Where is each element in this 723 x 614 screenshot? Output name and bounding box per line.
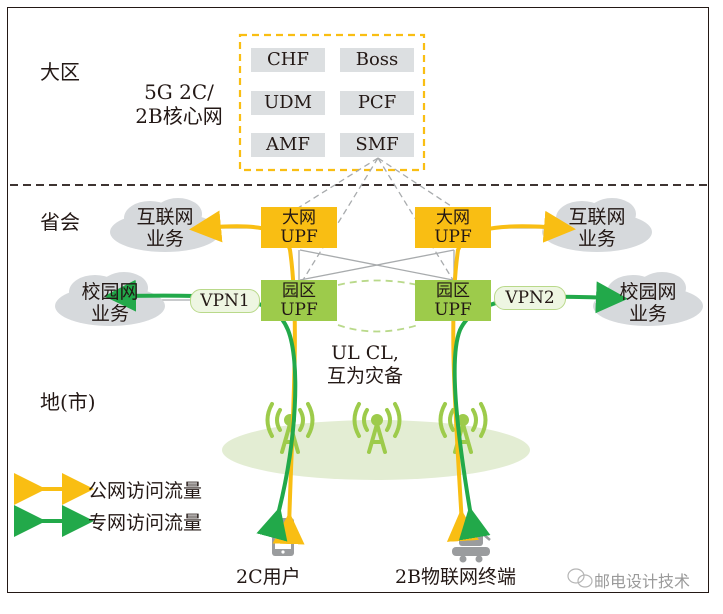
cloud-label-line1: 校园网 [619,281,677,303]
region-label-province: 省会 [40,210,80,234]
public-flow-2b [446,210,576,542]
nf-amf: AMF [251,133,325,157]
core-network-label: 5G 2C/ 2B核心网 [124,80,234,128]
upf-label-line1: 园区 [282,281,316,301]
nf-chf: CHF [251,48,325,72]
upf-label-line2: UPF [434,227,472,247]
legend-public-label: 公网访问流量 [88,480,203,502]
core-network-box [238,33,426,172]
legend-private-label: 专网访问流量 [88,512,203,534]
terminal-label-2c: 2C用户 [236,566,301,588]
vpn1-tunnel: VPN1 [190,289,260,313]
region-label-city: 地(市) [40,390,96,414]
ulcl-label: UL CL, 互为灾备 [310,342,420,388]
cloud-label-internet-right: 互联网 业务 [552,206,642,250]
region-label-region: 大区 [40,60,80,84]
upf-park-right: 园区 UPF [415,280,491,321]
wechat-icon [567,568,593,588]
iot-terminal-icon [451,521,491,563]
nf-smf: SMF [340,133,414,157]
upf-label-line2: UPF [434,300,472,320]
nf-udm: UDM [251,91,325,115]
nf-pcf: PCF [340,91,414,115]
base-station-icon [352,402,402,454]
ulcl-redundancy-link [337,279,419,333]
upf-label-line2: UPF [280,300,318,320]
cloud-label-campus-left: 校园网 业务 [65,281,155,325]
upf-label-line1: 园区 [436,281,470,301]
cloud-label-line2: 业务 [628,303,667,325]
upf-label-line1: 大网 [282,208,316,228]
upf-big-right: 大网 UPF [415,207,491,248]
cloud-label-line2: 业务 [577,228,616,250]
vpn2-tunnel: VPN2 [494,286,566,310]
private-flow-2b [452,281,628,541]
ulcl-label-line2: 互为灾备 [326,365,403,387]
nf-boss: Boss [340,48,414,72]
cloud-label-line1: 校园网 [81,281,139,303]
cloud-label-campus-right: 校园网 业务 [603,281,693,325]
cloud-label-line1: 互联网 [136,206,194,228]
public-flow-2c [189,210,305,545]
cloud-label-line1: 互联网 [568,206,626,228]
cloud-label-line2: 业务 [145,228,184,250]
core-label-line2: 2B核心网 [135,104,223,128]
upf-big-left: 大网 UPF [261,207,337,248]
watermark-text: 邮电设计技术 [594,572,691,591]
upf-label-line1: 大网 [436,208,470,228]
cloud-label-line2: 业务 [90,303,129,325]
ulcl-label-line1: UL CL, [331,342,399,364]
diagram-frame [7,7,709,593]
upf-park-left: 园区 UPF [261,280,337,321]
cloud-label-internet-left: 互联网 业务 [120,206,210,250]
core-label-line1: 5G 2C/ [144,80,214,104]
upf-label-line2: UPF [280,227,318,247]
terminal-label-2b: 2B物联网终端 [395,566,517,588]
